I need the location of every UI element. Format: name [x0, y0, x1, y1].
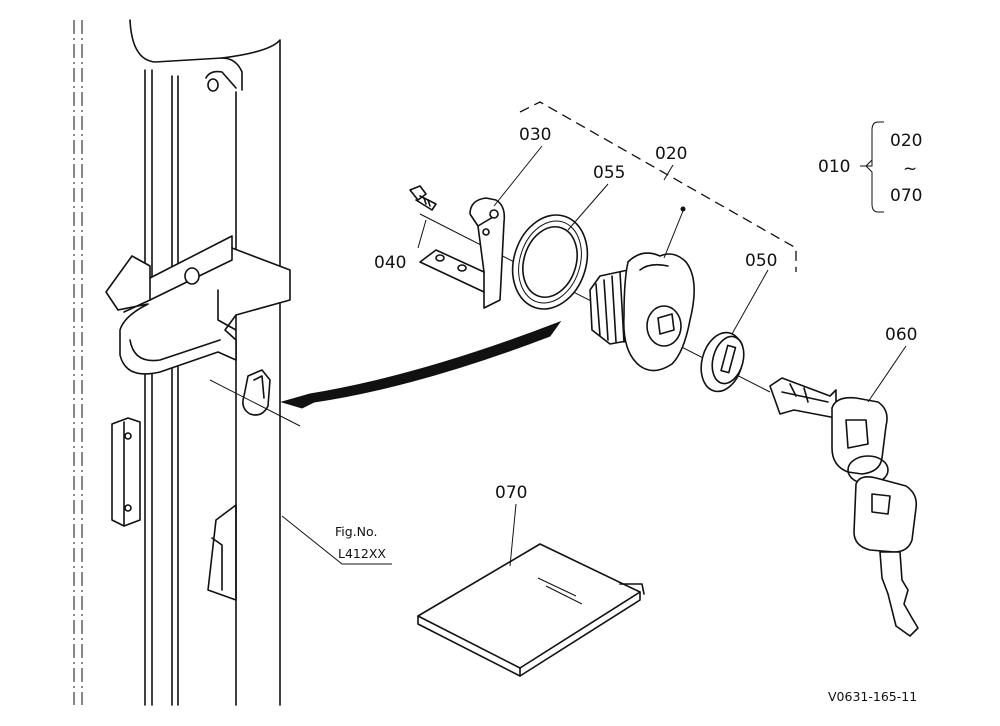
label-tilde: ~	[903, 159, 917, 179]
label-030: 030	[519, 125, 551, 145]
lock-cylinder-020	[589, 206, 695, 372]
fig-code-label: L412XX	[338, 546, 386, 561]
label-050: 050	[745, 251, 777, 271]
label-010: 010	[818, 157, 850, 177]
group-020-boundary	[519, 101, 797, 272]
bracket-030	[419, 197, 506, 309]
manual-booklet-070	[417, 543, 645, 677]
frame-bracket	[105, 235, 291, 416]
key-cap-050	[700, 331, 745, 393]
cabinet-frame	[73, 19, 281, 706]
assembly-arrow	[280, 320, 562, 409]
label-020-range: 020	[890, 131, 922, 151]
washer-055	[511, 214, 589, 310]
magnet-block	[111, 417, 141, 527]
screw-040	[409, 185, 437, 211]
label-020: 020	[655, 144, 687, 164]
label-070: 070	[495, 483, 527, 503]
label-055: 055	[593, 163, 625, 183]
frame-axis-line	[209, 379, 301, 427]
label-070-range: 070	[890, 186, 922, 206]
range-brace-010	[865, 121, 884, 213]
label-040: 040	[374, 253, 406, 273]
fig-no-label: Fig.No.	[335, 524, 377, 539]
drawing-code-label: V0631-165-11	[828, 689, 917, 704]
label-060: 060	[885, 325, 917, 345]
keys-060	[769, 377, 919, 637]
leader-lines	[281, 145, 907, 567]
